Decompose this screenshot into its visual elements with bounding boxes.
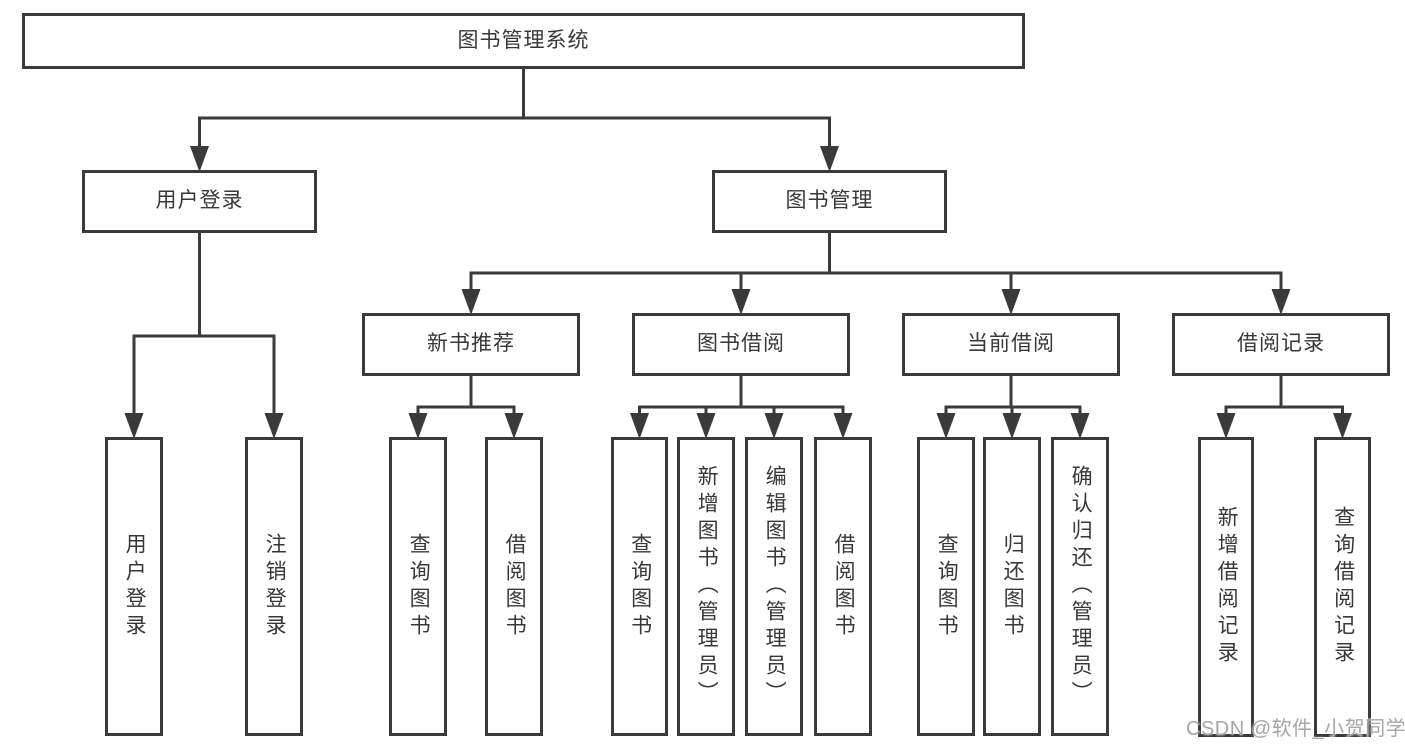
node-leaf-query-books-current: 查询图书 xyxy=(917,437,975,736)
node-book-borrowing: 图书借阅 xyxy=(632,313,850,376)
node-current-borrowing: 当前借阅 xyxy=(902,313,1120,376)
csdn-watermark: CSDN @软件_小贺同学 xyxy=(1186,718,1405,740)
node-leaf-edit-books-admin: 编辑图书（管理员） xyxy=(745,437,803,736)
node-leaf-add-borrow-record: 新增借阅记录 xyxy=(1198,437,1254,737)
node-leaf-return-books: 归还图书 xyxy=(983,437,1041,736)
node-new-book-recommendation: 新书推荐 xyxy=(362,313,580,376)
node-book-management: 图书管理 xyxy=(712,170,947,233)
node-leaf-confirm-return-admin: 确认归还（管理员） xyxy=(1051,437,1109,736)
node-leaf-borrow-books-recommend: 借阅图书 xyxy=(485,437,543,736)
node-leaf-user-login: 用户登录 xyxy=(105,437,163,736)
node-user-login: 用户登录 xyxy=(82,170,317,233)
node-leaf-query-books-recommend: 查询图书 xyxy=(389,437,447,736)
node-leaf-query-borrow-record: 查询借阅记录 xyxy=(1314,437,1371,737)
node-leaf-add-books-admin: 新增图书（管理员） xyxy=(677,437,735,736)
node-leaf-logout: 注销登录 xyxy=(245,437,303,736)
node-library-management-system: 图书管理系统 xyxy=(22,13,1025,69)
node-leaf-borrow-books-borrowing: 借阅图书 xyxy=(814,437,872,736)
node-borrowing-records: 借阅记录 xyxy=(1172,313,1390,376)
node-leaf-query-books-borrowing: 查询图书 xyxy=(611,437,668,736)
